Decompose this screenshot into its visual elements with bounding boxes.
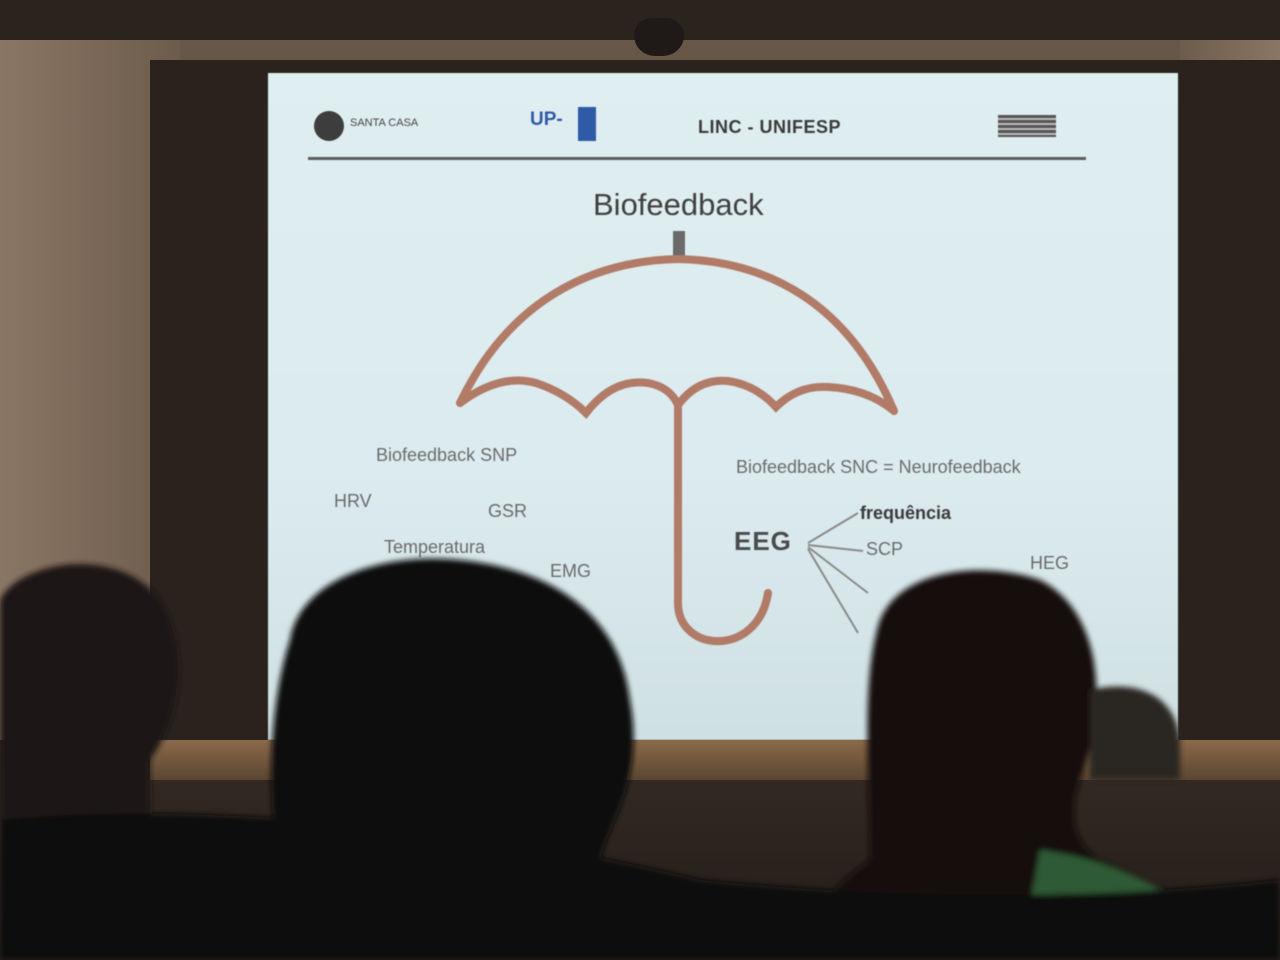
up-logo-text: UP- (530, 109, 563, 130)
institution-logo-icon (998, 115, 1056, 137)
audience-head-right (790, 570, 1220, 960)
umbrella-handle (674, 399, 772, 646)
eeg-branches (807, 512, 869, 634)
audience-seat-right (1090, 686, 1180, 780)
eeg-item-heg: HEG (1030, 553, 1070, 573)
slide-header-title: LINC - UNIFESP (698, 117, 842, 137)
slide-title: Biofeedback (593, 187, 764, 222)
up-logo-icon (578, 107, 596, 141)
left-item-gsr: GSR (488, 501, 528, 521)
security-camera (634, 18, 684, 56)
left-item-emg: EMG (550, 561, 592, 581)
santa-casa-logo-text: SANTA CASA (350, 117, 419, 129)
left-item-hrv: HRV (334, 491, 372, 511)
left-item-temperatura: Temperatura (384, 537, 486, 557)
left-branch-heading: Biofeedback SNP (376, 445, 518, 465)
umbrella-icon (456, 231, 898, 646)
umbrella-tip (673, 231, 685, 261)
header-divider (308, 157, 1086, 160)
audience-row-front (0, 813, 1280, 960)
santa-casa-logo-icon (314, 111, 344, 141)
eeg-item-frequencia: frequência (860, 503, 952, 523)
umbrella-canopy (456, 254, 898, 415)
eeg-item-scp: SCP (866, 539, 904, 559)
eeg-label: EEG (734, 526, 792, 556)
right-branch-heading: Biofeedback SNC = Neurofeedback (736, 457, 1021, 477)
